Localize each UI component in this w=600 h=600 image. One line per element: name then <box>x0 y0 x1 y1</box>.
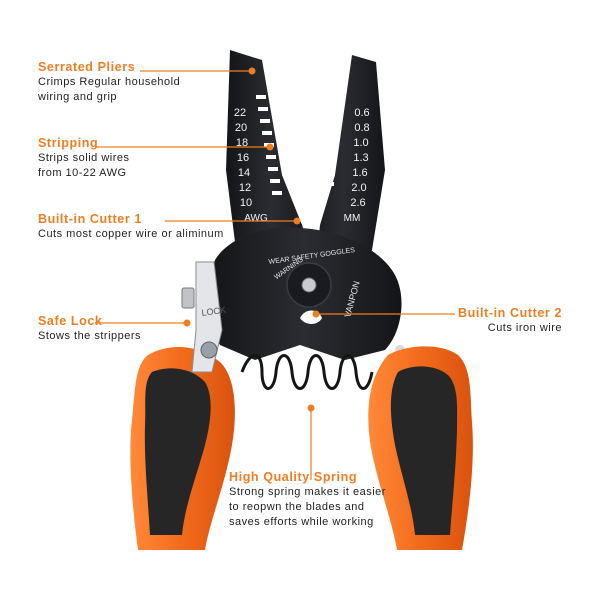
safe-lock-latch: LOCK <box>181 261 227 373</box>
callout-desc: Crimps Regular household <box>38 76 181 88</box>
mm-gauge: 1.6 <box>352 167 367 179</box>
mm-gauge: 0.8 <box>354 122 369 134</box>
mm-gauge: 2.6 <box>350 197 365 209</box>
callout-title: Stripping <box>38 136 99 150</box>
callout-desc: Cuts iron wire <box>487 322 562 334</box>
callout-desc: wiring and grip <box>38 91 118 103</box>
left-handle-grip <box>144 368 211 535</box>
awg-unit: AWG <box>244 213 268 224</box>
right-handle-grip <box>390 366 458 535</box>
awg-gauge: 22 <box>234 107 246 119</box>
mm-scale: 0.6 0.8 1.0 1.3 1.6 2.0 2.6 MM <box>344 107 370 224</box>
callout-title: Built-in Cutter 1 <box>38 212 142 226</box>
callout-desc: Strong spring makes it easier <box>229 486 386 498</box>
awg-gauge: 20 <box>235 122 247 134</box>
callout-title: Serrated Pliers <box>38 60 136 74</box>
mm-unit: MM <box>344 213 361 224</box>
callout-title: High Quality Spring <box>229 470 358 484</box>
spring <box>240 354 374 390</box>
lock-label: LOCK <box>201 305 227 318</box>
awg-gauge: 16 <box>237 152 249 164</box>
callout-cutter1: Built-in Cutter 1 Cuts most copper wire … <box>38 212 224 242</box>
callout-desc: to reopwn the blades and <box>229 501 365 513</box>
callout-desc: saves efforts while working <box>229 516 374 528</box>
callout-title: Safe Lock <box>38 314 103 328</box>
callout-serrated-pliers: Serrated Pliers Crimps Regular household… <box>38 60 180 105</box>
right-jaw-notches <box>324 98 340 186</box>
mm-gauge: 1.0 <box>353 137 368 149</box>
callout-safe-lock: Safe Lock Stows the strippers <box>38 314 141 344</box>
awg-gauge: 14 <box>238 167 250 179</box>
callout-desc: from 10-22 AWG <box>38 167 127 179</box>
leader-dots <box>183 67 320 412</box>
callout-spring: High Quality Spring Strong spring makes … <box>229 470 386 530</box>
leader-lines <box>95 70 455 480</box>
awg-scale: 22 20 18 16 14 12 10 AWG <box>234 107 268 224</box>
callout-desc: Stows the strippers <box>38 330 142 342</box>
callout-stripping: Stripping Strips solid wires from 10-22 … <box>38 136 130 181</box>
awg-gauge: 12 <box>239 182 251 194</box>
pivot-screw <box>301 277 317 293</box>
callout-title: Built-in Cutter 2 <box>458 306 562 320</box>
mm-gauge: 1.3 <box>353 152 368 164</box>
mm-gauge: 2.0 <box>351 182 366 194</box>
callout-desc: Cuts most copper wire or aliminum <box>38 228 224 240</box>
mm-gauge: 0.6 <box>354 107 369 119</box>
callout-cutter2: Built-in Cutter 2 Cuts iron wire <box>458 306 562 336</box>
awg-gauge: 18 <box>236 137 248 149</box>
callout-desc: Strips solid wires <box>38 152 130 164</box>
awg-gauge: 10 <box>240 197 252 209</box>
